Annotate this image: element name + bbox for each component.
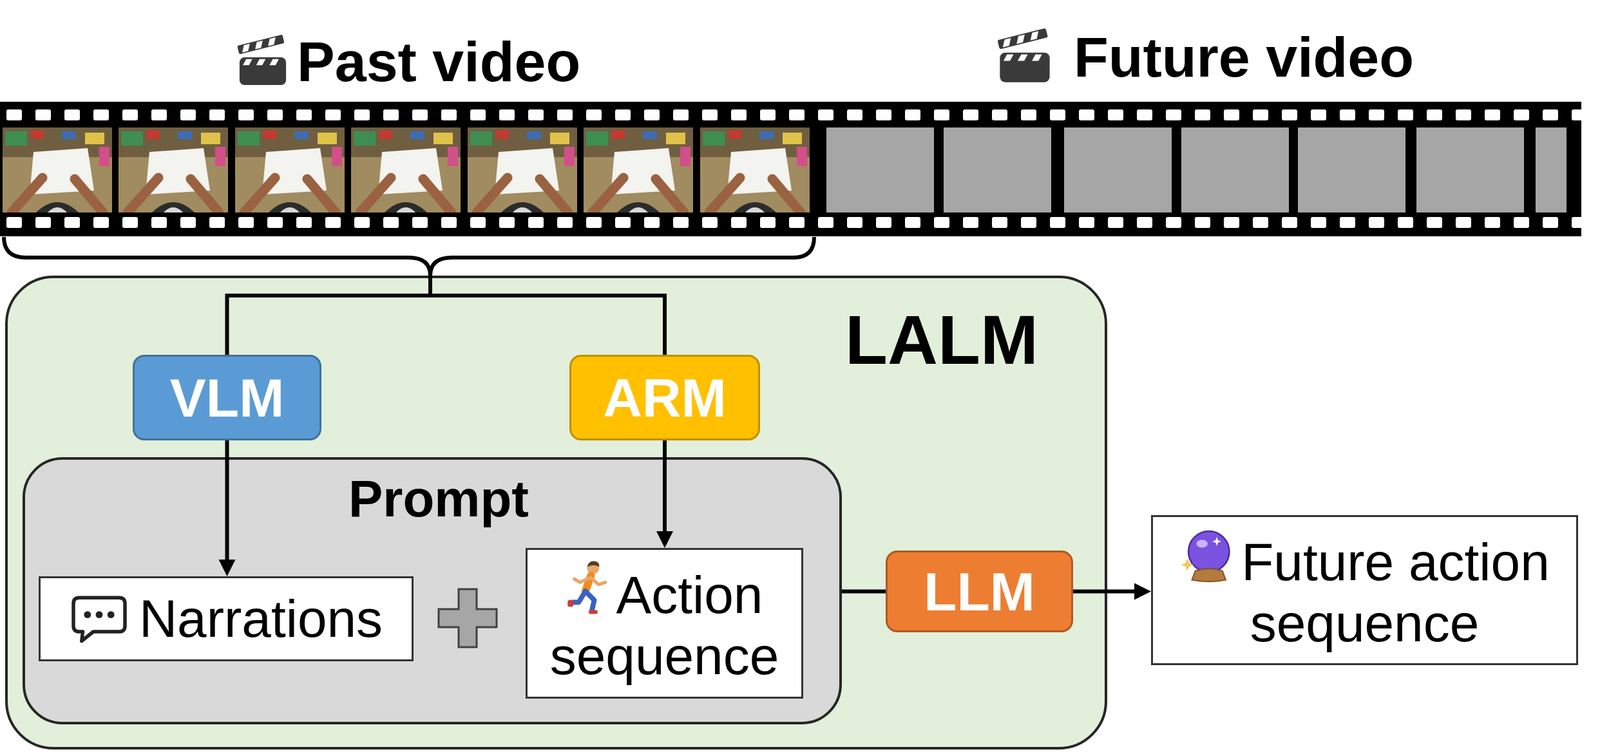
bracket bbox=[3, 237, 815, 276]
future-frame bbox=[1535, 127, 1567, 213]
crystal-ball-icon bbox=[1179, 526, 1237, 584]
connector bbox=[841, 590, 886, 594]
text-box: Narrations bbox=[38, 576, 414, 662]
node-text: LALM bbox=[845, 300, 1039, 379]
speech-bubble-icon bbox=[69, 593, 129, 645]
node-text: Future video bbox=[1073, 28, 1414, 86]
module-box: LLM bbox=[885, 550, 1074, 633]
connector bbox=[430, 275, 665, 355]
past-frame bbox=[351, 127, 461, 213]
text-wrap: Action sequence bbox=[540, 560, 789, 687]
node-text: Narrations bbox=[139, 588, 383, 650]
node-text: VLM bbox=[170, 371, 285, 426]
clapperboard-icon bbox=[235, 34, 291, 90]
past-frame bbox=[2, 127, 113, 213]
future-frame bbox=[1297, 127, 1406, 213]
strip-heading: Past video bbox=[235, 33, 581, 91]
connector bbox=[225, 440, 230, 571]
prompt-group: Prompt Narrations Action sequence bbox=[22, 457, 842, 725]
clapperboard-icon bbox=[995, 27, 1055, 87]
connector bbox=[662, 440, 667, 542]
output-box: Future action sequence bbox=[1151, 515, 1579, 666]
strip-heading: Future video bbox=[995, 27, 1414, 87]
node-text: ARM bbox=[602, 371, 726, 426]
future-frame bbox=[1181, 127, 1289, 213]
future-frame bbox=[943, 127, 1052, 213]
node-text: LLM bbox=[923, 564, 1036, 620]
past-frame bbox=[467, 127, 578, 213]
future-frame bbox=[1064, 127, 1172, 213]
group-heading: Prompt bbox=[348, 473, 529, 525]
plus-sign bbox=[438, 589, 497, 648]
group-heading: LALM bbox=[845, 305, 1039, 375]
future-frame bbox=[1416, 127, 1524, 213]
future-frame bbox=[826, 127, 934, 213]
connector bbox=[1073, 590, 1145, 594]
text-wrap: Future action sequence bbox=[1165, 526, 1564, 654]
text-box: Action sequence bbox=[525, 548, 804, 699]
connector bbox=[227, 275, 431, 355]
node-text: Future action sequence bbox=[1241, 532, 1550, 652]
node-text: Prompt bbox=[348, 470, 529, 528]
past-frame bbox=[700, 127, 810, 213]
runner-icon bbox=[566, 560, 612, 616]
past-frame bbox=[235, 127, 345, 213]
model-group: LALM VLM ARM Prompt Narrations Action seque… bbox=[5, 275, 1108, 750]
node-text: Past video bbox=[296, 33, 581, 91]
module-box: ARM bbox=[569, 354, 761, 441]
past-frame bbox=[118, 127, 229, 213]
film-strip bbox=[0, 101, 1582, 237]
module-box: VLM bbox=[132, 354, 322, 441]
sprocket-holes bbox=[0, 101, 1582, 237]
past-frame bbox=[583, 127, 694, 213]
